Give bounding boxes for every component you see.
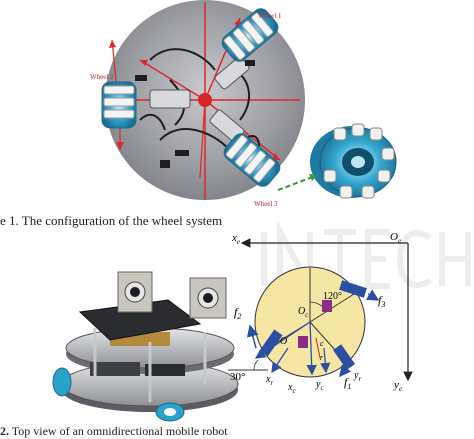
xc-axis	[271, 347, 289, 374]
oe-label: Oe	[390, 231, 401, 245]
xr-axis	[254, 321, 311, 359]
figure-2-caption: 2. Top view of an omnidirectional mobile…	[0, 424, 228, 438]
f1-label: f1	[344, 375, 351, 391]
wheel-3	[223, 133, 281, 187]
f3-arrow	[365, 289, 380, 301]
figure-wheel-system: Wheel 1 Wheel 2 Wheel 3	[0, 0, 474, 212]
motor-left	[149, 89, 191, 109]
xe-label: xe	[231, 232, 240, 246]
ye-label: ye	[393, 379, 402, 393]
wheel-2-label: Wheel 2	[90, 73, 114, 81]
wheel-1	[221, 8, 279, 62]
wheel-1-label: Wheel 1	[258, 12, 282, 20]
xr-label: xr	[265, 374, 273, 387]
f3-label: f3	[378, 293, 385, 309]
green-dashed-arrow	[277, 175, 316, 191]
robot-wheel-left	[52, 367, 72, 397]
yr-axis	[306, 321, 317, 376]
wheel-2	[101, 81, 137, 129]
wheel-block-3	[339, 280, 367, 298]
wheel-block-1	[333, 344, 355, 370]
yc-label: yc	[315, 379, 324, 392]
f1-arrow	[339, 364, 352, 378]
o-label: O	[280, 336, 287, 347]
center-hub	[198, 93, 212, 107]
r-vector	[315, 337, 321, 359]
kinematic-diagram: xe Oe ye Oc 120° f3 f2 f1 O c r 30° xr x…	[228, 231, 413, 395]
xc-label: xc	[287, 382, 296, 395]
angle-120-label: 120°	[323, 291, 342, 302]
marker-purple-2	[298, 336, 308, 348]
detached-omni-wheel	[310, 123, 397, 199]
c-label: c	[320, 339, 324, 348]
f2-label: f2	[234, 305, 241, 321]
intech-watermark	[261, 222, 471, 296]
f2-arrow	[246, 324, 259, 349]
r-label: r	[320, 353, 324, 362]
figure-1-caption: e 1. The configuration of the wheel syst…	[0, 213, 223, 228]
angle-30-label: 30°	[230, 371, 245, 383]
robot-photo	[52, 271, 239, 422]
marker-purple-1	[322, 300, 332, 312]
yc-axis	[320, 347, 331, 374]
oc-label: Oc	[298, 306, 309, 319]
yr-label: yr	[353, 370, 361, 383]
wheel-3-label: Wheel 3	[254, 200, 278, 208]
wheel-system-photo: Wheel 1 Wheel 2 Wheel 3	[0, 0, 474, 212]
